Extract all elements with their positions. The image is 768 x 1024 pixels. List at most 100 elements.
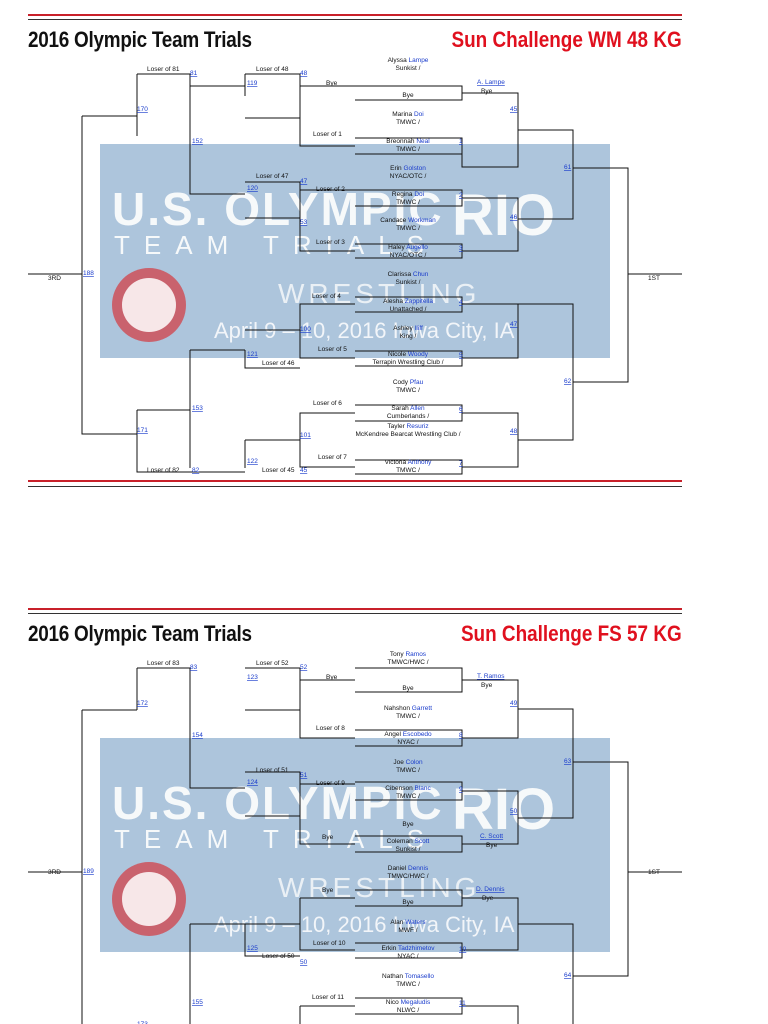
wrestler-club: NLWC /	[397, 1007, 419, 1014]
svg-text:Coleman Scott: Coleman Scott	[387, 838, 430, 845]
wrestler-first: Ashley	[393, 325, 413, 332]
loser-label: Loser of 45	[262, 467, 295, 474]
wrestler-club: King /	[400, 333, 417, 340]
match-number: 119	[247, 80, 258, 87]
wrestler-first: Coleman	[387, 838, 413, 845]
loser-label: Loser of 47	[256, 173, 289, 180]
watermark-line2: TEAM TRIALS	[114, 230, 439, 260]
svg-text:Regina Doi: Regina Doi	[392, 191, 424, 198]
loser-label: Loser of 1	[313, 131, 342, 138]
match-number: 125	[247, 945, 258, 952]
svg-text:Breonnah Neal: Breonnah Neal	[386, 138, 430, 145]
wrestler-last: Doi	[414, 191, 424, 198]
wrestler-last: Iliff	[415, 325, 423, 332]
wrestler-last: Ramos	[405, 651, 426, 658]
wrestler-first: Haley	[388, 244, 405, 251]
svg-text:Nathan Tomasello: Nathan Tomasello	[382, 973, 434, 980]
loser-label: Loser of 52	[256, 660, 289, 667]
loser-label: Loser of 81	[147, 66, 180, 73]
match-number: 47	[510, 321, 518, 328]
loser-label: Loser of 83	[147, 660, 180, 667]
wrestler-club: MWF /	[398, 927, 417, 934]
loser-label: Loser of 50	[262, 953, 295, 960]
event-title: 2016 Olympic Team Trials	[28, 27, 252, 52]
bracket-diagram: 83 52 123 172 154 49 63 124 51 50 189 12…	[28, 651, 682, 1024]
wrestler-last: Colon	[406, 759, 423, 766]
olympic-rings-icon	[122, 872, 176, 926]
watermark-rio: RIO	[452, 777, 556, 842]
wrestler-first: Daniel	[388, 865, 407, 872]
svg-text:Alan Waters: Alan Waters	[390, 919, 426, 926]
wrestler-club: Bye	[402, 821, 414, 828]
wrestler-last: Tadzhimetov	[398, 945, 435, 952]
svg-text:Haley Augello: Haley Augello	[388, 244, 428, 251]
bye-label: Bye	[326, 80, 338, 87]
weight-class-title: Sun Challenge WM 48 KG	[451, 27, 682, 52]
weight-class-title: Sun Challenge FS 57 KG	[461, 621, 682, 646]
match-number: 53	[300, 219, 308, 226]
wrestler-club: McKendree Bearcat Wrestling Club /	[355, 431, 460, 438]
wrestler-first: Candace	[380, 217, 406, 224]
wrestler-last: Woody	[408, 351, 429, 358]
match-number: 61	[564, 164, 572, 171]
match-number: 52	[300, 664, 308, 671]
advance-winner-sub: Bye	[486, 842, 498, 849]
match-number: 48	[300, 70, 308, 77]
top-rule-thin	[28, 19, 682, 20]
loser-label: Loser of 51	[256, 767, 289, 774]
match-number: 8	[459, 732, 463, 739]
wrestler-first: Tony	[390, 651, 404, 658]
wrestler-first: Victoria	[385, 459, 407, 466]
advance-winner: T. Ramos	[477, 673, 505, 680]
advance-winner-sub: Bye	[481, 682, 493, 689]
wrestler-first: Regina	[392, 191, 413, 198]
match-number: 9	[459, 786, 463, 793]
wrestler-club: NYAC /	[397, 739, 418, 746]
loser-label: Loser of 3	[316, 239, 345, 246]
match-number: 173	[137, 1021, 148, 1024]
wrestler-last: Escobedo	[403, 731, 432, 738]
wrestler-club: TMWC /	[396, 119, 420, 126]
svg-text:Nicole Woody: Nicole Woody	[388, 351, 429, 358]
svg-text:Marina Doi: Marina Doi	[392, 111, 423, 118]
match-number: 4	[459, 299, 463, 306]
match-number: 121	[247, 351, 258, 358]
wrestler-last: Garrett	[412, 705, 432, 712]
wrestler-club: TMWC /	[396, 467, 420, 474]
wrestler-club: TMWC /	[396, 981, 420, 988]
bye-label: Bye	[326, 674, 338, 681]
wrestler-last: Workman	[408, 217, 436, 224]
match-number: 2	[459, 192, 463, 199]
advance-winner: D. Dennis	[476, 886, 505, 893]
svg-text:Alesha Zappitella: Alesha Zappitella	[383, 298, 433, 305]
wrestler-club: Sunkist /	[396, 846, 421, 853]
wrestler-club: Sunkist /	[396, 65, 421, 72]
loser-label: Loser of 9	[316, 780, 345, 787]
wrestler-club: TMWC /	[396, 225, 420, 232]
match-number: 5	[459, 352, 463, 359]
match-number: 6	[459, 406, 463, 413]
first-place-label: 1ST	[648, 275, 660, 282]
loser-label: Loser of 5	[318, 346, 347, 353]
match-number: 62	[564, 378, 572, 385]
svg-text:Victoria Anthony: Victoria Anthony	[385, 459, 433, 466]
wrestler-club: TMWC /	[396, 713, 420, 720]
wrestler-first: Clarissa	[388, 271, 412, 278]
watermark-banner: U.S. OLYMPIC TEAM TRIALS RIO WRESTLING A…	[100, 144, 610, 358]
wrestler-last: Tomasello	[405, 973, 435, 980]
wrestler-last: Waters	[405, 919, 426, 926]
wrestler-last: Neal	[416, 138, 430, 145]
loser-label: Loser of 2	[316, 186, 345, 193]
match-number: 47	[300, 178, 308, 185]
bye-label: Bye	[322, 887, 334, 894]
match-number: 152	[192, 138, 203, 145]
svg-text:Sarah Allen: Sarah Allen	[391, 405, 425, 412]
wrestler-club: NYAC/OTC /	[390, 252, 427, 259]
wrestler-club: TMWC /	[396, 387, 420, 394]
bye-label: Bye	[322, 834, 334, 841]
wrestler-club: Bye	[402, 92, 414, 99]
wrestler-club: NYAC /	[397, 953, 418, 960]
watermark-line1: U.S. OLYMPIC	[112, 777, 444, 829]
wrestler-club: Sunkist /	[396, 279, 421, 286]
watermark-line2: TEAM TRIALS	[114, 824, 439, 854]
